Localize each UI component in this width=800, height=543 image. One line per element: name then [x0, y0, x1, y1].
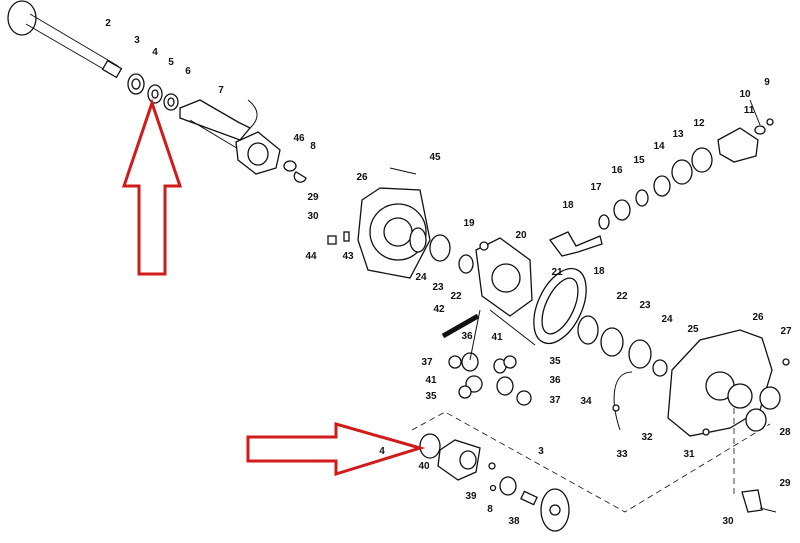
- part-label-32: 32: [641, 432, 653, 443]
- part-label-12: 12: [693, 118, 705, 129]
- part-label-29: 29: [779, 478, 791, 489]
- part-label-21: 21: [551, 267, 563, 278]
- pinion-parts: [548, 99, 774, 257]
- part-label-27: 27: [780, 326, 792, 337]
- part-label-18: 18: [562, 200, 574, 211]
- part-label-5: 5: [168, 57, 174, 68]
- part-label-23: 23: [432, 282, 444, 293]
- part-label-37: 37: [549, 395, 561, 406]
- part-label-9: 9: [764, 77, 770, 88]
- carrier-housing-left-part: [327, 167, 474, 279]
- part-label-8: 8: [310, 141, 316, 152]
- bearing-parts: [127, 73, 179, 111]
- part-label-40: 40: [418, 461, 430, 472]
- part-label-43: 43: [342, 251, 354, 262]
- part-label-41: 41: [425, 375, 437, 386]
- part-label-30: 30: [722, 516, 734, 527]
- part-label-22: 22: [616, 291, 628, 302]
- part-label-26: 26: [752, 312, 764, 323]
- part-label-24: 24: [661, 314, 673, 325]
- differential-case-part: [475, 237, 533, 317]
- right-arrow-icon: [246, 422, 426, 477]
- part-label-33: 33: [616, 449, 628, 460]
- part-label-38: 38: [508, 516, 520, 527]
- part-label-41: 41: [491, 332, 503, 343]
- part-label-24: 24: [415, 272, 427, 283]
- part-label-2: 2: [105, 18, 111, 29]
- part-label-23: 23: [639, 300, 651, 311]
- part-label-10: 10: [739, 89, 751, 100]
- part-label-28: 28: [779, 427, 791, 438]
- part-label-26: 26: [356, 172, 368, 183]
- highlight-arrows: [121, 98, 426, 477]
- part-label-30: 30: [307, 211, 319, 222]
- part-label-6: 6: [185, 66, 191, 77]
- part-label-15: 15: [633, 155, 645, 166]
- part-label-19: 19: [463, 218, 475, 229]
- part-label-39: 39: [465, 491, 477, 502]
- part-label-13: 13: [672, 129, 684, 140]
- part-label-42: 42: [433, 304, 445, 315]
- part-label-17: 17: [590, 182, 602, 193]
- part-label-29: 29: [307, 192, 319, 203]
- part-label-7: 7: [218, 85, 224, 96]
- part-label-31: 31: [683, 449, 695, 460]
- part-label-44: 44: [305, 251, 317, 262]
- part-label-35: 35: [549, 356, 561, 367]
- carrier-housing-right-part: [612, 329, 790, 437]
- part-label-34: 34: [580, 396, 592, 407]
- part-label-4: 4: [152, 47, 158, 58]
- part-label-18: 18: [593, 266, 605, 277]
- part-label-36: 36: [549, 375, 561, 386]
- part-label-36: 36: [461, 331, 473, 342]
- part-label-3: 3: [538, 446, 544, 457]
- part-label-20: 20: [515, 230, 527, 241]
- part-label-8: 8: [487, 504, 493, 515]
- axle-tube-part: [179, 99, 307, 183]
- part-label-11: 11: [744, 105, 755, 116]
- part-label-3: 3: [134, 35, 140, 46]
- part-label-45: 45: [429, 152, 441, 163]
- up-arrow-icon: [121, 98, 183, 276]
- part-label-14: 14: [653, 141, 665, 152]
- part-label-22: 22: [450, 291, 462, 302]
- part-label-46: 46: [293, 133, 305, 144]
- part-label-35: 35: [425, 391, 437, 402]
- part-label-25: 25: [687, 324, 699, 335]
- axle-shaft-part: [7, 0, 123, 79]
- part-label-16: 16: [611, 165, 623, 176]
- right-bearing-parts: [577, 315, 668, 377]
- pinion-flange-assembly: [411, 408, 777, 532]
- part-label-4: 4: [379, 446, 385, 457]
- spider-gear-parts: [441, 309, 536, 406]
- part-label-37: 37: [421, 357, 433, 368]
- ring-gear-part: [533, 267, 587, 345]
